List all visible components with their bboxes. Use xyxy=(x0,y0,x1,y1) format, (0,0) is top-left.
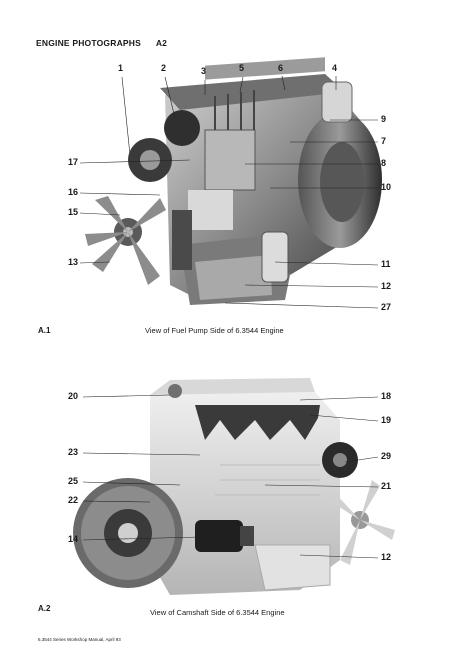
callout-9: 9 xyxy=(381,114,387,124)
callout-3: 3 xyxy=(201,66,207,76)
engine-photo-fuel-pump-side xyxy=(85,57,382,305)
callout-16: 16 xyxy=(68,187,79,197)
callout-29: 29 xyxy=(381,451,392,461)
callout-23: 23 xyxy=(68,447,79,457)
figure-label-a2: A.2 xyxy=(38,604,51,613)
callout-15: 15 xyxy=(68,207,79,217)
callout-12: 12 xyxy=(381,281,392,291)
leader-lines-a2 xyxy=(82,394,379,559)
page-title: ENGINE PHOTOGRAPHS xyxy=(36,38,141,48)
callout-7: 7 xyxy=(381,136,387,146)
figure-label-a1: A.1 xyxy=(38,326,51,335)
section-number: A2 xyxy=(155,38,168,48)
callout-1: 1 xyxy=(118,63,124,73)
callout-4: 4 xyxy=(332,63,338,73)
callout-14: 14 xyxy=(68,534,79,544)
callout-18: 18 xyxy=(381,391,392,401)
callout-8: 8 xyxy=(381,158,387,168)
callout-5: 5 xyxy=(239,63,245,73)
figure-caption-a2: View of Camshaft Side of 6.3544 Engine xyxy=(150,608,285,617)
callout-17: 17 xyxy=(68,157,79,167)
callout-20: 20 xyxy=(68,391,79,401)
callout-19: 19 xyxy=(381,415,392,425)
callout-22: 22 xyxy=(68,495,79,505)
callout-12-a2: 12 xyxy=(381,552,392,562)
callout-11: 11 xyxy=(381,259,391,269)
page-header: ENGINE PHOTOGRAPHS A2 xyxy=(36,38,167,48)
callout-13: 13 xyxy=(68,257,79,267)
callout-25: 25 xyxy=(68,476,79,486)
callout-21: 21 xyxy=(381,481,392,491)
figure-caption-a1: View of Fuel Pump Side of 6.3544 Engine xyxy=(145,326,284,335)
callout-2: 2 xyxy=(161,63,167,73)
callout-27: 27 xyxy=(381,302,392,312)
page-footer: 6.3544 Series Workshop Manual, April 93 xyxy=(38,637,121,642)
callout-6: 6 xyxy=(278,63,284,73)
leader-lines-a1 xyxy=(79,75,379,309)
callout-10: 10 xyxy=(381,182,392,192)
engine-photo-camshaft-side xyxy=(73,378,395,595)
